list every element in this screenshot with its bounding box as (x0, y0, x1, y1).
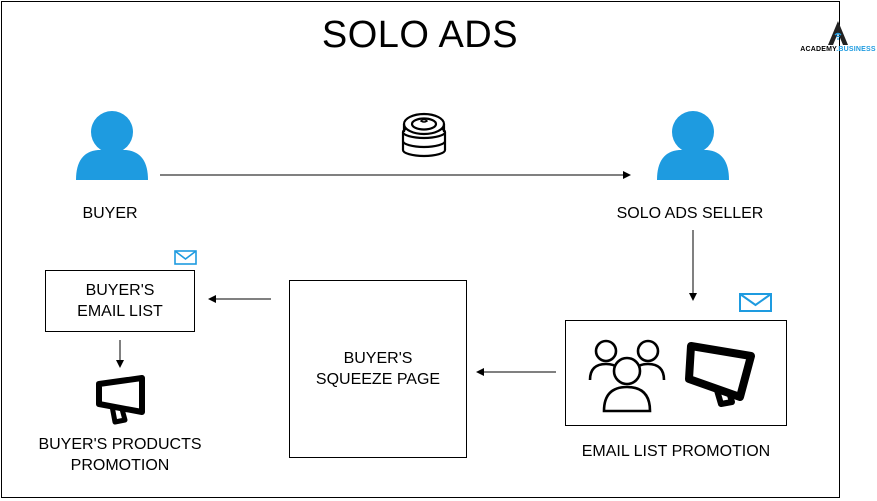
logo-dot: . (836, 46, 839, 53)
squeeze-page-label: BUYER'S SQUEEZE PAGE (315, 350, 441, 388)
seller-label: SOLO ADS SELLER (616, 205, 764, 222)
logo-text: ACADEMY.BUSINESS (800, 46, 876, 53)
products-promotion-label: BUYER'S PRODUCTS PROMOTION (38, 436, 202, 474)
squeeze-page-box: BUYER'S SQUEEZE PAGE (289, 280, 467, 458)
coins-icon (401, 112, 447, 158)
promotion-megaphone-icon (685, 342, 755, 407)
envelope-icon-promotion (739, 293, 772, 312)
diagram-frame (1, 1, 840, 498)
buyer-person-icon (76, 111, 148, 180)
logo-mark-icon (828, 21, 848, 45)
group-icon (588, 339, 666, 413)
envelope-icon-email-list (174, 250, 197, 265)
diagram-title: SOLO ADS (321, 14, 519, 56)
products-megaphone-icon (96, 375, 145, 425)
email-list-promotion-box (565, 320, 787, 426)
logo-word-academy: ACADEMY (800, 46, 837, 53)
academy-business-logo: ACADEMY.BUSINESS (800, 18, 876, 58)
email-list-box: BUYER'S EMAIL LIST (45, 270, 195, 332)
logo-word-business: BUSINESS (838, 46, 876, 53)
seller-person-icon (657, 111, 729, 180)
email-list-promotion-label: EMAIL LIST PROMOTION (581, 443, 771, 460)
email-list-label: BUYER'S EMAIL LIST (77, 282, 163, 320)
buyer-label: BUYER (82, 205, 138, 222)
